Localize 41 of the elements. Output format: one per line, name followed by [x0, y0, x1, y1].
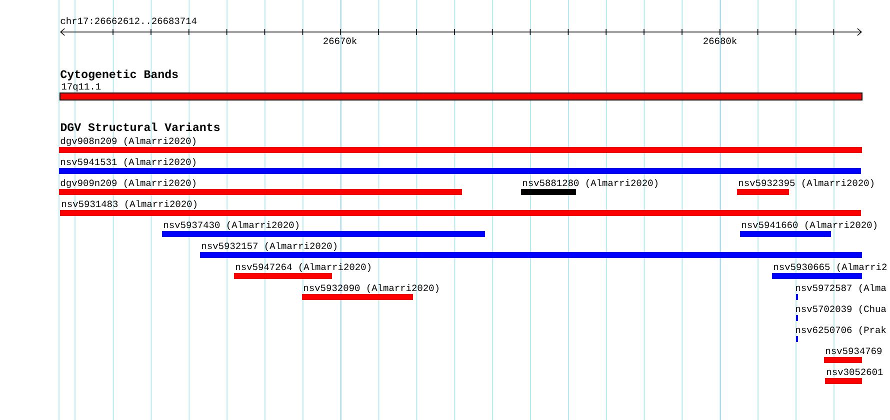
- node-label: nsv5931483 (Almarri2020): [62, 200, 196, 209]
- tick-label: 26670k: [324, 37, 357, 44]
- variant-feature: nsv5972587 (Alma: [796, 284, 886, 300]
- node-label: nsv5881280 (Almarri2020): [523, 179, 658, 188]
- variant-feature: nsv5930665 (Almarri2: [772, 263, 887, 279]
- node-label: dgv909n209 (Almarri2020): [60, 179, 196, 188]
- node-label: nsv5930665 (Almarri2: [774, 263, 887, 272]
- node-label: nsv5947264 (Almarri2020): [236, 263, 370, 272]
- variant-feature: nsv5932395 (Almarri2020): [737, 179, 874, 195]
- variant-feature: dgv909n209 (Almarri2020): [59, 179, 462, 195]
- node-label: nsv5932090 (Almarri2020): [304, 284, 438, 293]
- variant-feature: nsv5881280 (Almarri2020): [521, 179, 658, 195]
- variant-feature: dgv908n209 (Almarri2020): [59, 137, 862, 153]
- variant-feature: nsv6250706 (Prak: [796, 326, 886, 342]
- node-label: nsv5932395 (Almarri2020): [739, 179, 874, 188]
- node-label: nsv5937430 (Almarri2020): [164, 221, 298, 230]
- variant-feature: nsv5931483 (Almarri2020): [60, 200, 862, 216]
- node-label: dgv908n209 (Almarri2020): [60, 137, 196, 146]
- variant-feature: nsv5947264 (Almarri2020): [234, 263, 370, 279]
- variant-feature: nsv5941660 (Almarri2020): [740, 221, 876, 237]
- cytoband-bar: 17q11.1: [60, 83, 863, 100]
- tick-label: 26680k: [704, 37, 737, 44]
- variant-feature: nsv5932157 (Almarri2020): [200, 242, 862, 258]
- node-label: 17q11.1: [62, 83, 101, 92]
- variant-feature: nsv5941531 (Almarri2020): [59, 158, 862, 174]
- variant-feature: nsv5932090 (Almarri2020): [302, 284, 438, 300]
- node-label: nsv5941660 (Almarri2020): [742, 221, 876, 230]
- node-label: nsv6250706 (Prak: [796, 326, 886, 335]
- node-label: nsv3052601: [827, 368, 883, 376]
- region-label: chr17:26662612..26683714: [60, 17, 197, 24]
- variant-feature: nsv3052601: [825, 368, 883, 384]
- variant-feature: nsv5934769: [824, 348, 882, 363]
- track-title: Cytogenetic Bands: [60, 70, 178, 80]
- node-label: nsv5972587 (Alma: [796, 284, 886, 293]
- node-label: nsv5941531 (Almarri2020): [61, 158, 196, 167]
- node-label: nsv5934769: [826, 348, 882, 354]
- track-title: DGV Structural Variants: [60, 122, 220, 132]
- node-label: nsv5932157 (Almarri2020): [202, 242, 336, 251]
- variant-feature: nsv5702039 (Chua: [796, 305, 886, 321]
- node-label: nsv5702039 (Chua: [796, 305, 886, 314]
- variant-feature: nsv5937430 (Almarri2020): [162, 221, 485, 237]
